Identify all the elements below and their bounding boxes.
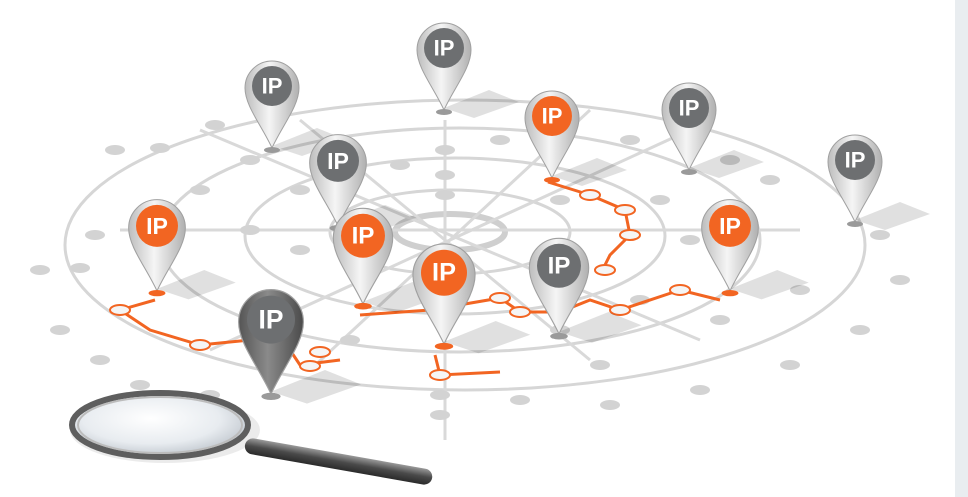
ip-pin-2: IP	[244, 60, 347, 156]
ip-pin-label: IP	[262, 74, 283, 99]
ip-pin-label: IP	[146, 213, 168, 239]
ip-pin-label: IP	[259, 305, 284, 335]
ip-pin-9: IP	[701, 199, 809, 300]
ip-pin-5: IP	[827, 134, 930, 230]
ip-pin-label: IP	[719, 213, 741, 239]
ip-pin-label: IP	[679, 96, 700, 121]
ip-pin-label: IP	[327, 148, 349, 174]
ip-pin-label: IP	[352, 222, 375, 249]
ip-pin-8: IP	[332, 207, 446, 313]
ip-pin-12: IP	[237, 289, 361, 404]
ip-pins: IP IP IP IP IP IP IP IP IP IP IP IP	[128, 22, 930, 404]
ip-pin-label: IP	[845, 148, 866, 173]
ip-pin-label: IP	[548, 252, 571, 279]
ip-pin-label: IP	[434, 36, 455, 61]
edge-strip	[955, 0, 968, 497]
ip-pin-7: IP	[128, 199, 236, 300]
magnifying-glass-icon	[69, 390, 433, 485]
ip-pin-3: IP	[524, 90, 627, 186]
highlighted-nodes	[109, 189, 691, 381]
ip-pin-4: IP	[661, 82, 764, 178]
ip-pin-1: IP	[416, 22, 519, 118]
ip-pin-label: IP	[542, 104, 563, 129]
ip-pin-10: IP	[528, 237, 642, 343]
ip-pin-label: IP	[432, 259, 456, 287]
ip-pin-11: IP	[412, 243, 531, 354]
